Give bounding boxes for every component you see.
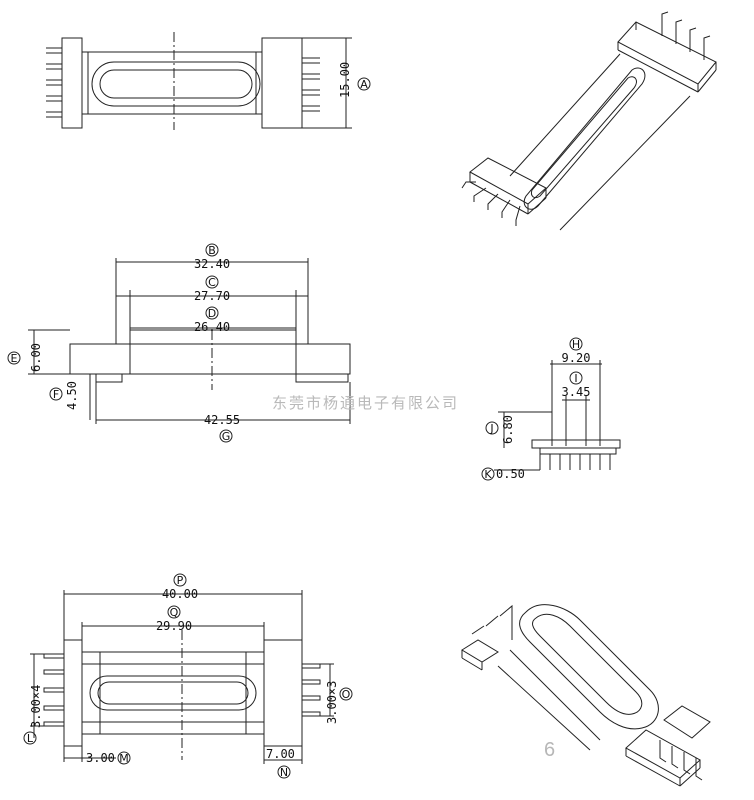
dim-j-marker: [485, 421, 499, 435]
dim-k-marker: [481, 467, 495, 481]
dim-m-value: 3.00: [86, 751, 115, 765]
dim-b-value: 32.40: [194, 257, 230, 271]
dim-o-id: O: [342, 688, 351, 701]
dim-l-marker: [23, 731, 37, 745]
dim-p-id: P: [177, 574, 184, 587]
dim-o-value: 3.00×3: [325, 681, 339, 724]
dim-i-marker: [569, 371, 583, 385]
dim-b-id: B: [208, 244, 216, 257]
dim-d-value: 26.40: [194, 320, 230, 334]
dim-n-id: N: [280, 766, 288, 779]
dim-k-id: K: [484, 468, 492, 481]
dim-m-marker: [117, 751, 131, 765]
dim-h-id: H: [572, 338, 580, 351]
dim-f-marker: [49, 387, 63, 401]
dim-a-value: 15.00: [338, 62, 352, 98]
iso-view-bottom: [461, 604, 711, 787]
top-view: [46, 32, 352, 130]
company-watermark: 东莞市杨通电子有限公司: [272, 394, 459, 412]
dim-h-value: 9.20: [562, 351, 591, 365]
dim-b-marker: [205, 243, 219, 257]
dim-q-id: Q: [170, 606, 179, 619]
dim-h-marker: [569, 337, 583, 351]
dim-g-marker: [219, 429, 233, 443]
dim-g-id: G: [222, 430, 231, 443]
end-view: [494, 360, 621, 471]
dim-d-marker: [205, 306, 219, 320]
dim-a-marker: [357, 77, 371, 91]
dim-c-value: 27.70: [194, 289, 230, 303]
dim-c-id: C: [208, 276, 216, 289]
dim-f-value: 4.50: [65, 381, 79, 410]
bottom-view: [30, 590, 334, 764]
dim-i-value: 3.45: [562, 385, 591, 399]
side-view: [28, 258, 351, 424]
dim-k-value: 0.50: [496, 467, 525, 481]
dim-j-id: J: [489, 422, 493, 435]
dim-p-value: 40.00: [162, 587, 198, 601]
dim-c-marker: [205, 275, 219, 289]
dim-d-id: D: [208, 307, 216, 320]
iso-view-top: [461, 11, 717, 231]
dimension-labels: 15.00 A B 32.40 C 27.70 D 26.40 E 6.00 F…: [7, 62, 591, 779]
dim-q-marker: [167, 605, 181, 619]
dim-q-value: 29.90: [156, 619, 192, 633]
dim-j-value: 6.80: [501, 415, 515, 444]
dim-m-id: M: [119, 752, 129, 765]
dim-a-id: A: [360, 78, 368, 91]
dim-g-value: 42.55: [204, 413, 240, 427]
dim-f-id: F: [53, 388, 59, 401]
dim-n-value: 7.00: [266, 747, 295, 761]
dim-e-marker: [7, 351, 21, 365]
dim-n-marker: [277, 765, 291, 779]
dim-e-id: E: [11, 352, 18, 365]
dim-o-marker: [339, 687, 353, 701]
dim-i-id: I: [574, 372, 577, 385]
dim-e-value: 6.00: [29, 343, 43, 372]
dim-l-id: L: [27, 732, 34, 745]
dim-p-marker: [173, 573, 187, 587]
dim-l-value: 3.00×4: [29, 685, 43, 728]
page-number: 6: [544, 739, 555, 761]
